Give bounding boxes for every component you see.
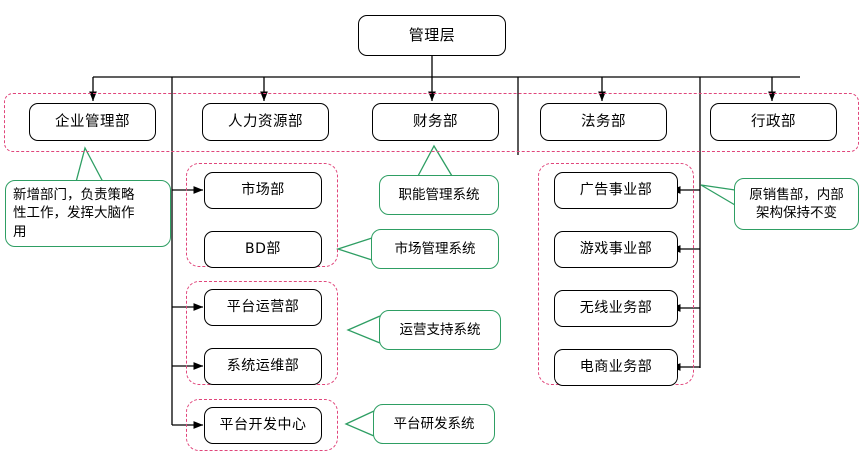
note-left-line-2: 性工作，发挥大脑作: [13, 205, 135, 222]
note-right-line-1: 原销售部，内部: [749, 186, 844, 203]
node-platform-development-center[interactable]: 平台开发中心: [204, 407, 322, 444]
node-legal-dept[interactable]: 法务部: [540, 103, 667, 141]
node-marketing-dept[interactable]: 市场部: [204, 172, 322, 209]
node-wireless-business-unit[interactable]: 无线业务部: [554, 290, 678, 327]
node-management-layer[interactable]: 管理层: [358, 15, 506, 56]
note-left-line-1: 新增部门，负责策略: [13, 187, 135, 204]
node-finance-dept[interactable]: 财务部: [372, 103, 499, 141]
node-ecommerce-business-unit[interactable]: 电商业务部: [554, 349, 678, 386]
node-hr-dept[interactable]: 人力资源部: [202, 103, 329, 141]
note-right-line-2: 架构保持不变: [756, 205, 837, 221]
tail-system-ops: [346, 315, 381, 344]
node-enterprise-management-dept[interactable]: 企业管理部: [29, 103, 156, 141]
tail-system-market: [335, 237, 373, 261]
tail-note-right: [700, 184, 736, 206]
node-advertising-business-unit[interactable]: 广告事业部: [554, 172, 678, 209]
tail-system-dev: [344, 410, 375, 437]
node-system-maintenance-dept[interactable]: 系统运维部: [204, 348, 322, 385]
node-admin-dept[interactable]: 行政部: [710, 103, 837, 141]
note-former-sales-department[interactable]: 原销售部，内部 架构保持不变: [734, 178, 859, 230]
node-platform-operations-dept[interactable]: 平台运营部: [204, 289, 322, 326]
callout-market-management-system[interactable]: 市场管理系统: [371, 229, 499, 269]
callout-functional-management-system[interactable]: 职能管理系统: [379, 175, 499, 215]
note-new-department[interactable]: 新增部门，负责策略 性工作，发挥大脑作 用: [5, 180, 171, 247]
tail-note-left: [75, 146, 104, 183]
callout-platform-rd-system[interactable]: 平台研发系统: [373, 404, 495, 444]
callout-operations-support-system[interactable]: 运营支持系统: [379, 310, 501, 350]
node-gaming-business-unit[interactable]: 游戏事业部: [554, 231, 678, 268]
note-left-line-3: 用: [13, 223, 27, 240]
node-bd-dept[interactable]: BD部: [204, 231, 322, 268]
